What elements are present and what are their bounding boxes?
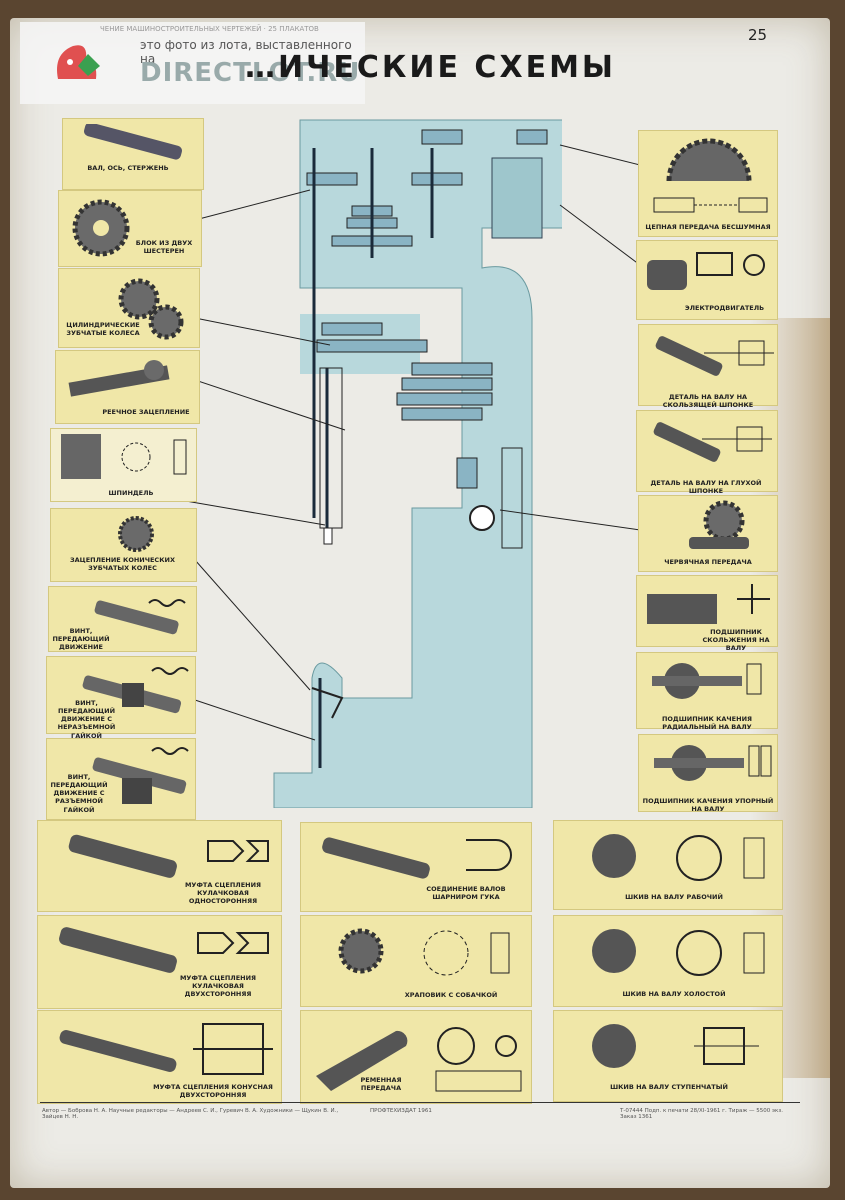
bottom-item-label: МУФТА СЦЕПЛЕНИЯ КУЛАЧКОВАЯ ОДНОСТОРОННЯЯ: [184, 881, 262, 906]
silent-chain-icon: [653, 138, 768, 213]
rack-pinion-icon: [68, 360, 170, 397]
tile-bottom-6: ШКИВ НА ВАЛУ ХОЛОСТОЙ: [553, 915, 783, 1007]
tile-bottom-8: РЕМЕННАЯ ПЕРЕДАЧА: [300, 1010, 532, 1104]
watermark: ЧЕНИЕ МАШИНОСТРОИТЕЛЬНЫХ ЧЕРТЕЖЕЙ · 25 П…: [20, 22, 365, 104]
electric-motor-icon: [647, 252, 765, 290]
right-item-label: ЦЕПНАЯ ПЕРЕДАЧА БЕСШУМНАЯ: [645, 223, 771, 231]
spindle-icon: [61, 434, 187, 479]
left-item-label: ВАЛ, ОСЬ, СТЕРЖЕНЬ: [87, 164, 169, 172]
pulley-idle-icon: [592, 929, 765, 976]
right-item-label: ДЕТАЛЬ НА ВАЛУ НА СКОЛЬЗЯЩЕЙ ШПОНКЕ: [662, 393, 754, 410]
bottom-item-label: ШКИВ НА ВАЛУ СТУПЕНЧАТЫЙ: [610, 1083, 728, 1091]
tile-bottom-3: ШКИВ НА ВАЛУ РАБОЧИЙ: [553, 820, 783, 910]
footer-credits: Автор — Боброва Н. А. Научные редакторы …: [42, 1108, 339, 1120]
machine-kinematic-diagram: [273, 119, 562, 808]
footer-publisher: ПРОФТЕХИЗДАТ 1961: [370, 1108, 432, 1114]
tile-bottom-2: СОЕДИНЕНИЕ ВАЛОВ ШАРНИРОМ ГУКА: [300, 822, 532, 912]
left-item-label: ШПИНДЕЛЬ: [108, 489, 154, 497]
tile-right-6: ПОДШИПНИК СКОЛЬЖЕНИЯ НА ВАЛУ: [636, 575, 778, 652]
left-item-label: ВИНТ, ПЕРЕДАЮЩИЙ ДВИЖЕНИЕ: [52, 627, 110, 652]
cone-clutch-icon: [59, 1023, 273, 1075]
tile-right-7: ПОДШИПНИК КАЧЕНИЯ РАДИАЛЬНЫЙ НА ВАЛУ: [636, 652, 778, 732]
lead-screw-icon: [94, 599, 186, 635]
right-item-label: ПОДШИПНИК СКОЛЬЖЕНИЯ НА ВАЛУ: [702, 628, 770, 653]
tile-bottom-5: ХРАПОВИК С СОБАЧКОЙ: [300, 915, 532, 1007]
tile-left-9: ВИНТ, ПЕРЕДАЮЩИЙ ДВИЖЕНИЕ С РАЗЪЕМНОЙ ГА…: [46, 738, 196, 820]
step-pulley-icon: [592, 1024, 759, 1068]
bevel-gears-icon: [118, 516, 154, 552]
tile-left-1: ВАЛ, ОСЬ, СТЕРЖЕНЬ: [62, 118, 204, 190]
belt-drive-icon: [316, 1027, 522, 1092]
radial-bearing-icon: [652, 663, 762, 699]
pulley-working-icon: [592, 834, 765, 881]
left-item-label: ВИНТ, ПЕРЕДАЮЩИЙ ДВИЖЕНИЕ С РАЗЪЕМНОЙ ГА…: [50, 773, 108, 814]
tile-left-4: РЕЕЧНОЕ ЗАЦЕПЛЕНИЕ: [55, 350, 200, 424]
tile-right-3: ДЕТАЛЬ НА ВАЛУ НА СКОЛЬЗЯЩЕЙ ШПОНКЕ: [638, 324, 778, 410]
dog-clutch-one-way-icon: [68, 834, 269, 878]
tile-left-8: ВИНТ, ПЕРЕДАЮЩИЙ ДВИЖЕНИЕ С НЕРАЗЪЕМНОЙ …: [46, 656, 196, 740]
watermark-brand: DIRECTLOT.RU: [140, 58, 361, 88]
right-item-label: ЧЕРВЯЧНАЯ ПЕРЕДАЧА: [664, 558, 752, 566]
left-item-label: РЕЕЧНОЕ ЗАЦЕПЛЕНИЕ: [102, 408, 190, 416]
watermark-top-text: ЧЕНИЕ МАШИНОСТРОИТЕЛЬНЫХ ЧЕРТЕЖЕЙ · 25 П…: [100, 25, 319, 33]
footer-print-info: Т-07444 Подп. к печати 28/XI-1961 г. Тир…: [620, 1108, 784, 1120]
sliding-key-icon: [655, 336, 774, 376]
right-item-label: ПОДШИПНИК КАЧЕНИЯ УПОРНЫЙ НА ВАЛУ: [642, 797, 774, 814]
plain-bearing-icon: [647, 584, 770, 624]
screw-split-nut-icon: [92, 747, 189, 804]
bottom-item-label: МУФТА СЦЕПЛЕНИЯ КУЛАЧКОВАЯ ДВУХСТОРОННЯЯ: [179, 974, 257, 999]
bottom-item-label: РЕМЕННАЯ ПЕРЕДАЧА: [360, 1076, 402, 1093]
bottom-item-label: СОЕДИНЕНИЕ ВАЛОВ ШАРНИРОМ ГУКА: [426, 885, 506, 902]
right-item-label: ДЕТАЛЬ НА ВАЛУ НА ГЛУХОЙ ШПОНКЕ: [650, 479, 762, 496]
screw-solid-nut-icon: [82, 667, 189, 714]
worm-gear-icon: [689, 500, 749, 549]
tile-left-6: ЗАЦЕПЛЕНИЕ КОНИЧЕСКИХ ЗУБЧАТЫХ КОЛЕС: [50, 508, 197, 582]
tile-right-1: ЦЕПНАЯ ПЕРЕДАЧА БЕСШУМНАЯ: [638, 130, 778, 237]
tile-bottom-7: МУФТА СЦЕПЛЕНИЯ КОНУСНАЯ ДВУХСТОРОННЯЯ: [37, 1010, 282, 1104]
shaft-icon: [84, 124, 182, 160]
tile-left-2: БЛОК ИЗ ДВУХ ШЕСТЕРЕН: [58, 190, 202, 267]
tile-right-4: ДЕТАЛЬ НА ВАЛУ НА ГЛУХОЙ ШПОНКЕ: [636, 410, 778, 496]
poster-title: …ИЧЕСКИЕ СХЕМЫ: [245, 50, 617, 85]
ratchet-pawl-icon: [338, 928, 510, 976]
bottom-item-label: ШКИВ НА ВАЛУ ХОЛОСТОЙ: [622, 990, 726, 998]
tile-left-7: ВИНТ, ПЕРЕДАЮЩИЙ ДВИЖЕНИЕ: [48, 586, 197, 652]
left-item-label: БЛОК ИЗ ДВУХ ШЕСТЕРЕН: [135, 239, 193, 256]
left-item-label: ЗАЦЕПЛЕНИЕ КОНИЧЕСКИХ ЗУБЧАТЫХ КОЛЕС: [70, 556, 175, 573]
spur-gears-icon: [118, 278, 184, 340]
tile-left-3: ЦИЛИНДРИЧЕСКИЕ ЗУБЧАТЫЕ КОЛЕСА: [58, 268, 200, 348]
right-item-label: ЭЛЕКТРОДВИГАТЕЛЬ: [684, 304, 765, 312]
fixed-key-icon: [653, 422, 772, 462]
right-item-label: ПОДШИПНИК КАЧЕНИЯ РАДИАЛЬНЫЙ НА ВАЛУ: [661, 715, 753, 732]
bottom-item-label: МУФТА СЦЕПЛЕНИЯ КОНУСНАЯ ДВУХСТОРОННЯЯ: [153, 1083, 273, 1100]
thrust-bearing-icon: [654, 745, 772, 781]
dog-clutch-two-way-icon: [59, 927, 269, 973]
bottom-item-label: ХРАПОВИК С СОБАЧКОЙ: [404, 991, 498, 999]
tile-bottom-1: МУФТА СЦЕПЛЕНИЯ КУЛАЧКОВАЯ ОДНОСТОРОННЯЯ: [37, 820, 282, 912]
watermark-caption: это фото из лота, выставленного на: [140, 38, 352, 66]
hooke-joint-icon: [322, 837, 512, 879]
tile-bottom-4: МУФТА СЦЕПЛЕНИЯ КУЛАЧКОВАЯ ДВУХСТОРОННЯЯ: [37, 915, 282, 1009]
tile-right-8: ПОДШИПНИК КАЧЕНИЯ УПОРНЫЙ НА ВАЛУ: [638, 734, 778, 814]
tile-right-2: ЭЛЕКТРОДВИГАТЕЛЬ: [636, 240, 778, 320]
left-item-label: ЦИЛИНДРИЧЕСКИЕ ЗУБЧАТЫЕ КОЛЕСА: [66, 321, 140, 338]
tile-bottom-9: ШКИВ НА ВАЛУ СТУПЕНЧАТЫЙ: [553, 1010, 783, 1102]
bottom-item-label: ШКИВ НА ВАЛУ РАБОЧИЙ: [625, 893, 723, 901]
gear-block-icon: [72, 199, 130, 257]
squirrel-logo-icon: [57, 45, 100, 79]
left-item-label: ВИНТ, ПЕРЕДАЮЩИЙ ДВИЖЕНИЕ С НЕРАЗЪЕМНОЙ …: [57, 699, 116, 740]
tile-left-5: ШПИНДЕЛЬ: [50, 428, 197, 502]
footer-divider: [40, 1102, 800, 1103]
page-number: 25: [748, 26, 768, 44]
tile-right-5: ЧЕРВЯЧНАЯ ПЕРЕДАЧА: [638, 495, 778, 572]
